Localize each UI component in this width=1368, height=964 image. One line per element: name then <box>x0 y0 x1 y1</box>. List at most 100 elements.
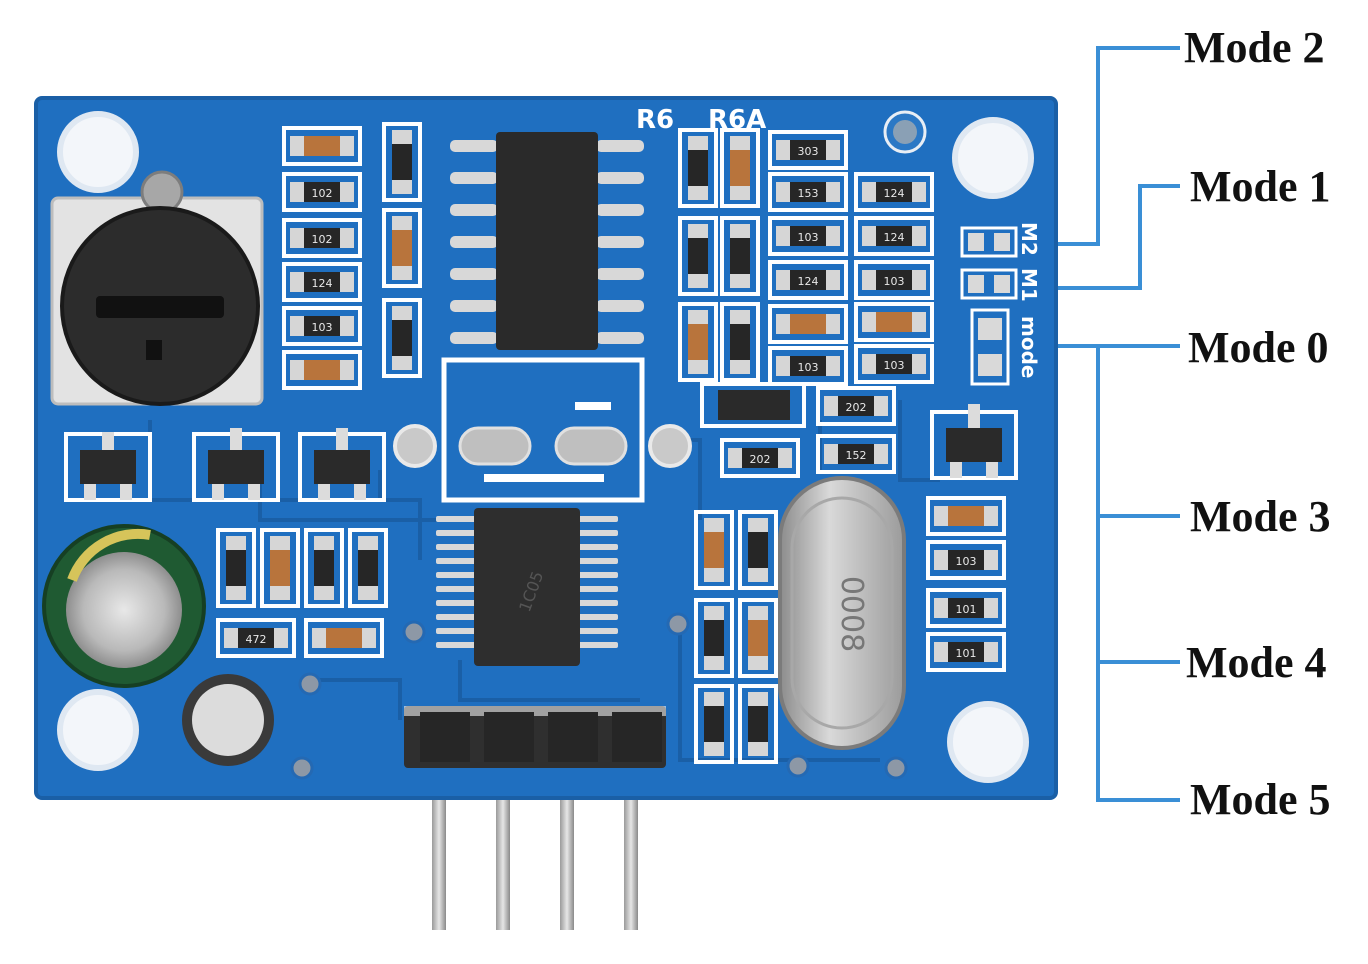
smd-part <box>382 298 422 378</box>
smd-code: 102 <box>312 187 333 200</box>
smd-code: 103 <box>956 555 977 568</box>
smd-part <box>720 302 760 382</box>
smd-part: 102 <box>282 218 362 258</box>
smd-code: 103 <box>798 231 819 244</box>
mode-jumper-pads <box>960 226 1018 386</box>
transistor-1 <box>64 432 152 502</box>
transistors <box>64 382 1018 502</box>
crystal-oscillator: 0008 <box>778 476 906 750</box>
label-mode-3: Mode 3 <box>1190 492 1331 541</box>
smd-code: 202 <box>750 453 771 466</box>
pin-2 <box>496 760 510 930</box>
smd-code: 101 <box>956 603 977 616</box>
smd-part <box>678 128 718 208</box>
smd-part: 153 <box>768 172 848 212</box>
pin-header-base <box>404 706 666 768</box>
leader-lines <box>1058 46 1180 802</box>
smd-part: 103 <box>926 540 1006 580</box>
smd-part: 202 <box>720 438 800 478</box>
smd-part: 103 <box>854 260 934 300</box>
smd-code: 101 <box>956 647 977 660</box>
smd-part <box>854 302 934 342</box>
transistor-2 <box>192 428 280 502</box>
leader-bus <box>1096 346 1180 802</box>
smd-part <box>382 208 422 288</box>
smd-code: 153 <box>798 187 819 200</box>
label-mode-1: Mode 1 <box>1190 162 1331 211</box>
smd-code: 103 <box>884 275 905 288</box>
smd-part: 124 <box>282 262 362 302</box>
smd-part: 124 <box>854 216 934 256</box>
leader-mode2 <box>1058 46 1180 246</box>
jumper-outline <box>393 357 692 503</box>
smd-part <box>694 598 734 678</box>
silk-mode: mode <box>1017 316 1041 378</box>
mount-hole-br <box>947 701 1029 783</box>
smd-code: 103 <box>884 359 905 372</box>
smd-part <box>738 510 778 590</box>
pin-4 <box>624 760 638 930</box>
silk-r6a: R6A <box>708 105 766 135</box>
mount-hole-tr <box>952 117 1034 199</box>
smd-part: 303 <box>768 130 848 170</box>
smd-part <box>304 618 384 658</box>
smd-part <box>282 350 362 390</box>
smd-part <box>348 528 388 608</box>
smd-code: 202 <box>846 401 867 414</box>
crystal-marking: 0008 <box>834 576 869 652</box>
ic-lower: 1C05 <box>436 508 618 666</box>
smd-part: 472 <box>216 618 296 658</box>
ic-upper <box>450 132 644 350</box>
smd-part: 103 <box>282 306 362 346</box>
smd-part: 101 <box>926 632 1006 672</box>
silk-m2: M2 <box>1017 222 1041 256</box>
smd-components-vertical <box>216 122 778 764</box>
transistor-4 <box>930 404 1018 480</box>
smd-code: 124 <box>884 187 905 200</box>
smd-part: 103 <box>768 346 848 386</box>
smd-part <box>382 122 422 202</box>
smd-code: 124 <box>884 231 905 244</box>
smd-part: 101 <box>926 588 1006 628</box>
smd-part <box>678 216 718 296</box>
pin-1 <box>432 760 446 930</box>
smd-code: 303 <box>798 145 819 158</box>
vias <box>290 612 908 780</box>
smd-code: 103 <box>798 361 819 374</box>
smd-part <box>768 304 848 344</box>
smd-part <box>738 598 778 678</box>
smd-part: 124 <box>854 172 934 212</box>
pin-3 <box>560 760 574 930</box>
smd-code: 124 <box>798 275 819 288</box>
smd-part: 202 <box>816 386 896 426</box>
label-mode-0: Mode 0 <box>1188 323 1329 372</box>
smd-part <box>926 496 1006 536</box>
electrolytic-capacitor <box>42 524 206 688</box>
transistor-5 <box>700 382 806 428</box>
smd-code: 152 <box>846 449 867 462</box>
smd-part <box>678 302 718 382</box>
leader-mode1 <box>1058 184 1180 290</box>
transistor-3 <box>298 428 386 502</box>
smd-code: 472 <box>246 633 267 646</box>
fiducial-pad <box>893 120 917 144</box>
smd-part: 152 <box>816 434 896 474</box>
smd-part <box>720 128 760 208</box>
smd-part <box>216 528 256 608</box>
potentiometer <box>50 170 264 406</box>
label-mode-2: Mode 2 <box>1184 23 1325 72</box>
smd-part <box>694 510 734 590</box>
smd-part <box>304 528 344 608</box>
smd-code: 103 <box>312 321 333 334</box>
smd-part: 103 <box>768 216 848 256</box>
smd-part <box>694 684 734 764</box>
label-mode-5: Mode 5 <box>1190 775 1331 824</box>
silk-m1: M1 <box>1017 268 1041 302</box>
mount-hole-tl <box>57 111 139 193</box>
pcb-edge <box>34 96 1058 800</box>
smd-part <box>720 216 760 296</box>
smd-components-horizontal: 1021021241033031531031241031241241031032… <box>216 126 1006 672</box>
smd-part <box>282 126 362 166</box>
smd-part: 103 <box>854 344 934 384</box>
